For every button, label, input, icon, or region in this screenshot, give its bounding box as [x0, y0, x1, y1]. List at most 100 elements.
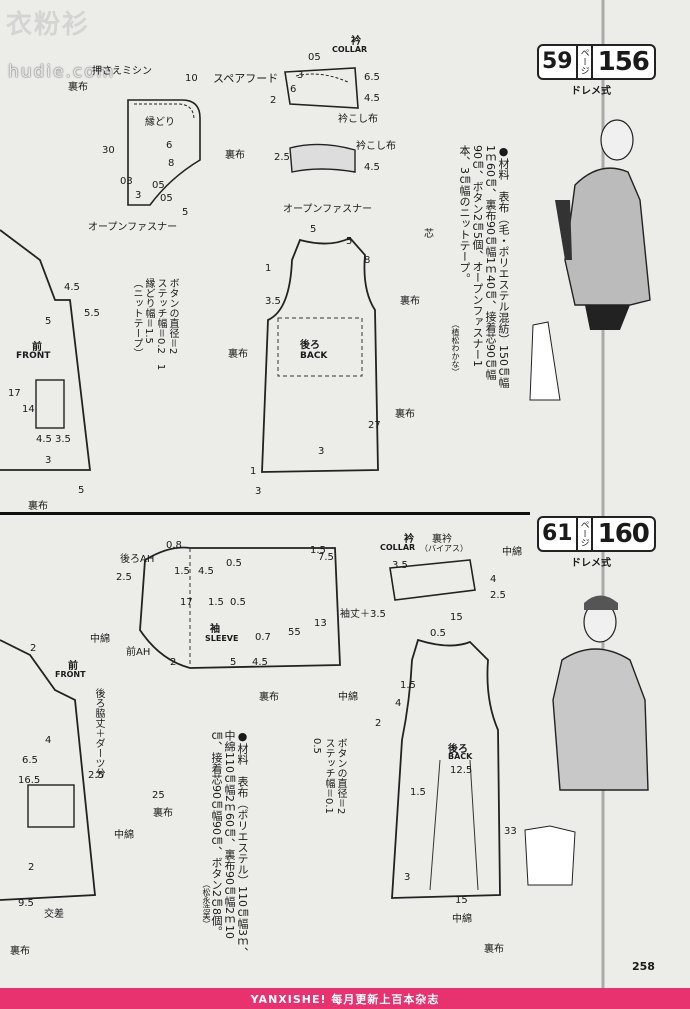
collar-en-top: COLLAR [332, 45, 368, 54]
hood-label-stitch: 押さえミシン [92, 66, 152, 77]
figure-legs-top [585, 305, 630, 330]
hood-title: スペアフード [213, 72, 279, 85]
dim: 8 [168, 158, 175, 169]
back-bodice-pattern-bottom [391, 638, 501, 899]
collar-en-bottom: COLLAR [380, 543, 416, 552]
back-en-bottom: BACK [448, 752, 473, 761]
front-jp-top: 前 [32, 342, 42, 353]
collar-band-pattern [289, 143, 356, 173]
hood-seam [134, 103, 195, 121]
dim: 8 [364, 255, 371, 266]
dim: 1 [265, 263, 272, 274]
dim: 0.7 [255, 632, 271, 643]
back-jp-top: 後ろ [300, 340, 320, 351]
dim: 5 [310, 224, 317, 235]
dim: 17 [180, 597, 193, 608]
materials-bottom: ●材料 表布（ポリエステル）110㎝幅3ｍ、 中綿110㎝幅2ｍ60㎝、裏布90… [210, 730, 249, 958]
dim: 25 [152, 790, 165, 801]
front-bodice-pattern-bottom [0, 639, 96, 901]
dim: 16.5 [18, 775, 41, 786]
lining-label-b1: 裏布 [259, 692, 279, 703]
badge-right-number: 160 [597, 519, 650, 549]
dim: 05 [160, 193, 173, 204]
dim: 5 [45, 316, 52, 327]
dim: 4.5 [364, 162, 380, 173]
dim: 3.5 [55, 434, 71, 445]
vest-illustration [564, 167, 651, 306]
dim: 15 [450, 612, 463, 623]
dim: 1.5 [174, 566, 190, 577]
dim: 5.5 [84, 308, 100, 319]
front-pocket-bottom [27, 784, 75, 828]
dim: 05 [152, 180, 165, 191]
lining-label-b2: 裏布 [153, 808, 173, 819]
sleeve-jp: 袖 [210, 624, 220, 635]
author-top: （植松わかな） [451, 320, 460, 376]
dim: 5 [230, 657, 237, 668]
dim: 4 [490, 574, 497, 585]
dim: 3 [318, 446, 325, 457]
figure-arm-left [555, 200, 572, 260]
badge-left-number: 61 [542, 521, 573, 546]
dim: 3 [297, 70, 304, 81]
dim: 3 [255, 486, 262, 497]
sleeve-en: SLEEVE [205, 634, 239, 643]
lining-label-hem: 裏布 [395, 409, 415, 420]
dim: 0.5 [226, 558, 242, 569]
dim: 4.5 [36, 434, 52, 445]
dim: 6.5 [364, 72, 380, 83]
section-divider [0, 512, 530, 515]
interfacing-label: 芯 [424, 229, 434, 240]
dim: 03 [120, 176, 133, 187]
page-badge-top: 59 ページ 156 [537, 44, 656, 80]
author-bottom: （松永浩美） [202, 880, 211, 928]
front-jp-bottom: 前 [68, 661, 78, 672]
jacket-illustration [552, 648, 649, 791]
dim: 14 [22, 404, 35, 415]
style-label-bottom: ドレメ式 [571, 558, 611, 569]
dim: 2 [270, 95, 277, 106]
dim: 2 [170, 657, 177, 668]
dim: 7.5 [318, 552, 334, 563]
hood-lining-right: 裏布 [225, 150, 245, 161]
lining-label-back: 裏布 [400, 296, 420, 307]
dim: 6.5 [22, 755, 38, 766]
lining-label-b4: 裏布 [10, 946, 30, 957]
page-number: 258 [632, 960, 655, 973]
dim: 4.5 [64, 282, 80, 293]
dim: 3 [45, 455, 52, 466]
hood-label-lining: 裏布 [68, 82, 88, 93]
sleeve-pattern [139, 546, 341, 669]
dim: 1.5 [208, 597, 224, 608]
dim: 4.5 [252, 657, 268, 668]
dim: 2.5 [274, 152, 290, 163]
dim: 27 [368, 420, 381, 431]
hood-label-zipper: オープンファスナー [88, 222, 178, 233]
collar-band-label-1: 衿こし布 [338, 114, 378, 125]
front-pocket-pattern [35, 379, 65, 429]
style-label-top: ドレメ式 [571, 86, 611, 97]
dim: 6 [290, 84, 297, 95]
button-note-bottom: ボタンの直径＝2 ステッチ幅＝0.1 0.5 [311, 738, 346, 815]
dim: 4 [395, 698, 402, 709]
padding-label-5: 中綿 [452, 914, 472, 925]
footer-banner: YANXISHE! 每月更新上百本杂志 [0, 988, 690, 1009]
dim: 0.5 [430, 628, 446, 639]
dim: 33 [504, 826, 517, 837]
collar-band-label-2: 衿こし布 [356, 141, 396, 152]
cross-label: 交差 [44, 909, 64, 920]
figure-head-top [600, 119, 634, 161]
button-note-top: ボタンの直径＝2 ステッチ幅＝0.2 1 縁どり幅＝1.5 （ニットテープ） [131, 278, 178, 371]
watermark-logo: 衣粉衫 [6, 10, 91, 40]
dim: 5 [346, 236, 353, 247]
dim: 4.5 [198, 566, 214, 577]
dim: 2.5 [490, 590, 506, 601]
collar-title-top: 衿 [351, 36, 361, 47]
dim: 1.5 [410, 787, 426, 798]
dim: 55 [288, 627, 301, 638]
dim: 0.8 [166, 540, 182, 551]
padding-label-4: 中綿 [114, 830, 134, 841]
dim: 05 [308, 52, 321, 63]
lining-label-left: 裏布 [228, 349, 248, 360]
dim: 17 [8, 388, 21, 399]
